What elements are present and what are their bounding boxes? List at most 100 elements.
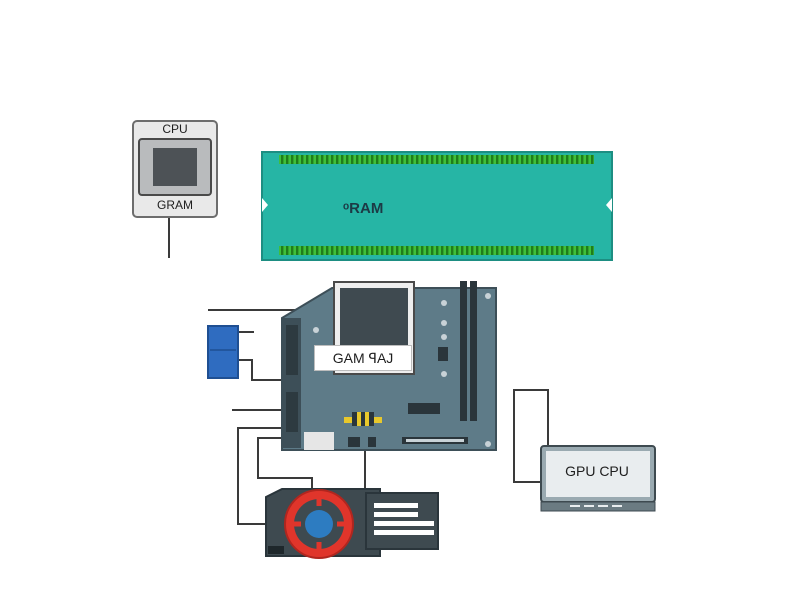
gpu-card — [265, 488, 439, 559]
ram-pin — [446, 155, 449, 164]
wire-gpu-fan — [257, 437, 313, 490]
ram-pin — [476, 155, 479, 164]
ram-pin — [456, 246, 459, 255]
ram-pin — [581, 155, 584, 164]
ram-pin — [431, 155, 434, 164]
motherboard-chip-label: GAM ꟼAJ — [314, 345, 412, 371]
ram-pin — [386, 155, 389, 164]
ram-pin — [436, 246, 439, 255]
ram-pin — [381, 246, 384, 255]
ram-pin — [306, 246, 309, 255]
ram-slot-1 — [460, 281, 467, 421]
ram-pin — [491, 246, 494, 255]
connector-block — [304, 432, 334, 450]
ram-pin — [431, 246, 434, 255]
cpu-die — [153, 148, 197, 186]
ram-pin — [351, 246, 354, 255]
ram-pin — [531, 246, 534, 255]
monitor — [540, 445, 656, 512]
monitor-base-dots — [570, 505, 622, 507]
gpu-vent-2 — [374, 512, 418, 517]
ram-pin — [301, 155, 304, 164]
screw — [441, 300, 447, 306]
ram-pcb — [261, 151, 613, 261]
ram-pin — [556, 246, 559, 255]
ram-pin — [476, 246, 479, 255]
small-chip — [368, 437, 376, 447]
ram-pin — [576, 155, 579, 164]
ram-pin — [341, 246, 344, 255]
screw — [485, 441, 491, 447]
ram-pin — [331, 246, 334, 255]
ram-pin — [356, 155, 359, 164]
ram-pin — [561, 246, 564, 255]
ram-pin — [416, 246, 419, 255]
ram-pin — [526, 246, 529, 255]
ram-pin — [591, 155, 594, 164]
ram-pin — [506, 155, 509, 164]
ram-pin — [381, 155, 384, 164]
ram-slot-2 — [470, 281, 477, 421]
ram-pin — [416, 155, 419, 164]
wire-gpu-left — [237, 427, 292, 525]
ram-pin — [286, 246, 289, 255]
gpu-vent-3 — [374, 521, 434, 526]
screw — [441, 320, 447, 326]
ram-pin — [536, 246, 539, 255]
ram-pin — [571, 155, 574, 164]
monitor-screen — [546, 451, 650, 497]
ram-pin — [331, 155, 334, 164]
ram-pin — [541, 155, 544, 164]
ram-pin — [531, 155, 534, 164]
cpu-module — [132, 120, 218, 218]
blue-module-body — [207, 325, 239, 379]
ram-stick — [261, 151, 613, 261]
ram-pin — [421, 246, 424, 255]
ram-pin — [501, 155, 504, 164]
ram-label: ᵒRAM — [343, 200, 384, 217]
ram-pin — [336, 155, 339, 164]
ram-notch-right — [606, 198, 612, 212]
ram-pin — [436, 155, 439, 164]
ram-pin — [316, 155, 319, 164]
blue-module — [207, 325, 239, 379]
ram-pin — [396, 246, 399, 255]
screw — [441, 371, 447, 377]
ram-pin — [386, 246, 389, 255]
ram-pin — [481, 246, 484, 255]
screw — [313, 327, 319, 333]
ram-pin — [351, 155, 354, 164]
monitor-label: GPU CPU — [565, 463, 629, 479]
ram-pin — [546, 155, 549, 164]
ram-pin — [391, 155, 394, 164]
ram-pin — [371, 246, 374, 255]
screw — [441, 334, 447, 340]
cap-chip — [352, 412, 374, 426]
ram-pin — [521, 246, 524, 255]
ram-pin — [291, 246, 294, 255]
ram-pin — [486, 155, 489, 164]
ram-pin — [361, 246, 364, 255]
ram-pin — [511, 155, 514, 164]
ram-pin — [396, 155, 399, 164]
ram-pin — [541, 246, 544, 255]
ram-pin — [401, 246, 404, 255]
ram-pin — [441, 246, 444, 255]
ram-pin — [506, 246, 509, 255]
ram-pin — [566, 246, 569, 255]
ram-pin — [491, 155, 494, 164]
gpu-port — [268, 546, 284, 554]
ram-pin — [406, 246, 409, 255]
ram-pin — [546, 246, 549, 255]
ram-pin — [366, 246, 369, 255]
ram-pin — [536, 155, 539, 164]
ram-pin — [311, 155, 314, 164]
ram-pin — [426, 155, 429, 164]
ram-pin — [306, 155, 309, 164]
ram-pin — [341, 155, 344, 164]
ram-pin — [391, 246, 394, 255]
ram-pin — [326, 246, 329, 255]
io-port-1 — [286, 325, 298, 375]
gpu-fan-hub — [305, 510, 333, 538]
ram-pin — [321, 155, 324, 164]
